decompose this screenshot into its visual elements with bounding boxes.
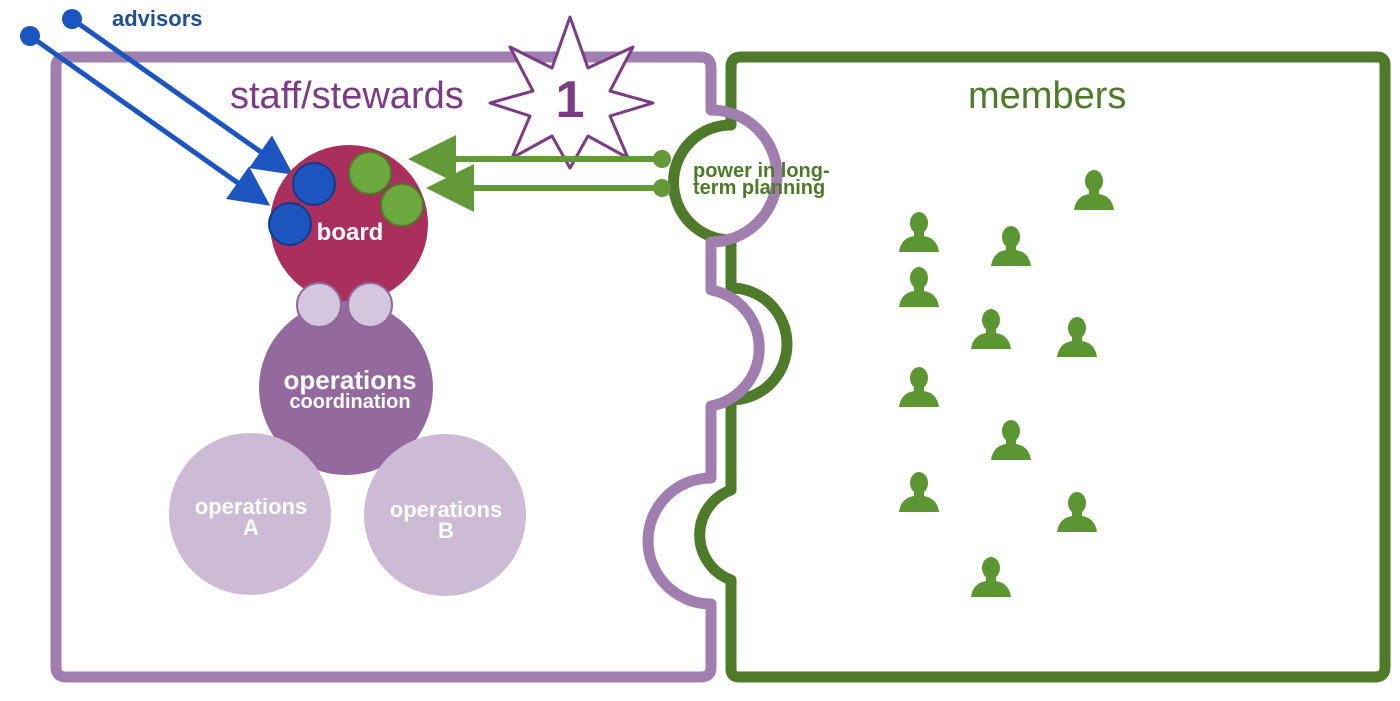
ops-coordination-line1: operations: [284, 365, 417, 395]
person-icon: [991, 226, 1031, 266]
advisor-arrows: [20, 9, 294, 206]
ops-a-line2: A: [243, 515, 259, 540]
person-icon: [1057, 317, 1097, 357]
board-member-blue-2: [268, 202, 312, 246]
board-member-blue-1: [292, 162, 336, 206]
board-label: board: [317, 219, 384, 246]
person-icon: [1074, 170, 1114, 210]
person-icon: [899, 212, 939, 252]
person-icon: [899, 472, 939, 512]
ops-b-line1: operations: [390, 497, 502, 522]
person-icon: [1057, 492, 1097, 532]
board-member-green-1: [348, 151, 392, 195]
operations-coordination-circle: [259, 301, 433, 475]
liaison-circle-1: [296, 282, 342, 328]
power-label-line2: term planning: [693, 177, 825, 199]
person-icon: [899, 367, 939, 407]
staff-stewards-panel: [50, 51, 783, 683]
liaison-circle-2: [347, 282, 393, 328]
staff-stewards-title: staff/stewards: [230, 75, 464, 117]
members-panel: [668, 51, 1391, 683]
members-title: members: [968, 75, 1126, 117]
person-icon: [971, 557, 1011, 597]
power-arrows: [408, 135, 671, 212]
person-icon: [899, 267, 939, 307]
badge-number: 1: [556, 71, 585, 129]
ops-a-line1: operations: [195, 494, 307, 519]
operations-a-circle: [169, 433, 331, 595]
star-badge-icon: 1: [488, 15, 655, 170]
ops-b-line2: B: [438, 518, 454, 543]
operations-b-circle: [364, 434, 526, 596]
person-icon: [991, 420, 1031, 460]
person-icon: [971, 309, 1011, 349]
ops-coordination-line2: coordination: [289, 391, 410, 413]
power-label-line1: power in long-: [693, 160, 830, 182]
advisors-label: advisors: [112, 6, 203, 31]
board-member-green-2: [380, 183, 424, 227]
